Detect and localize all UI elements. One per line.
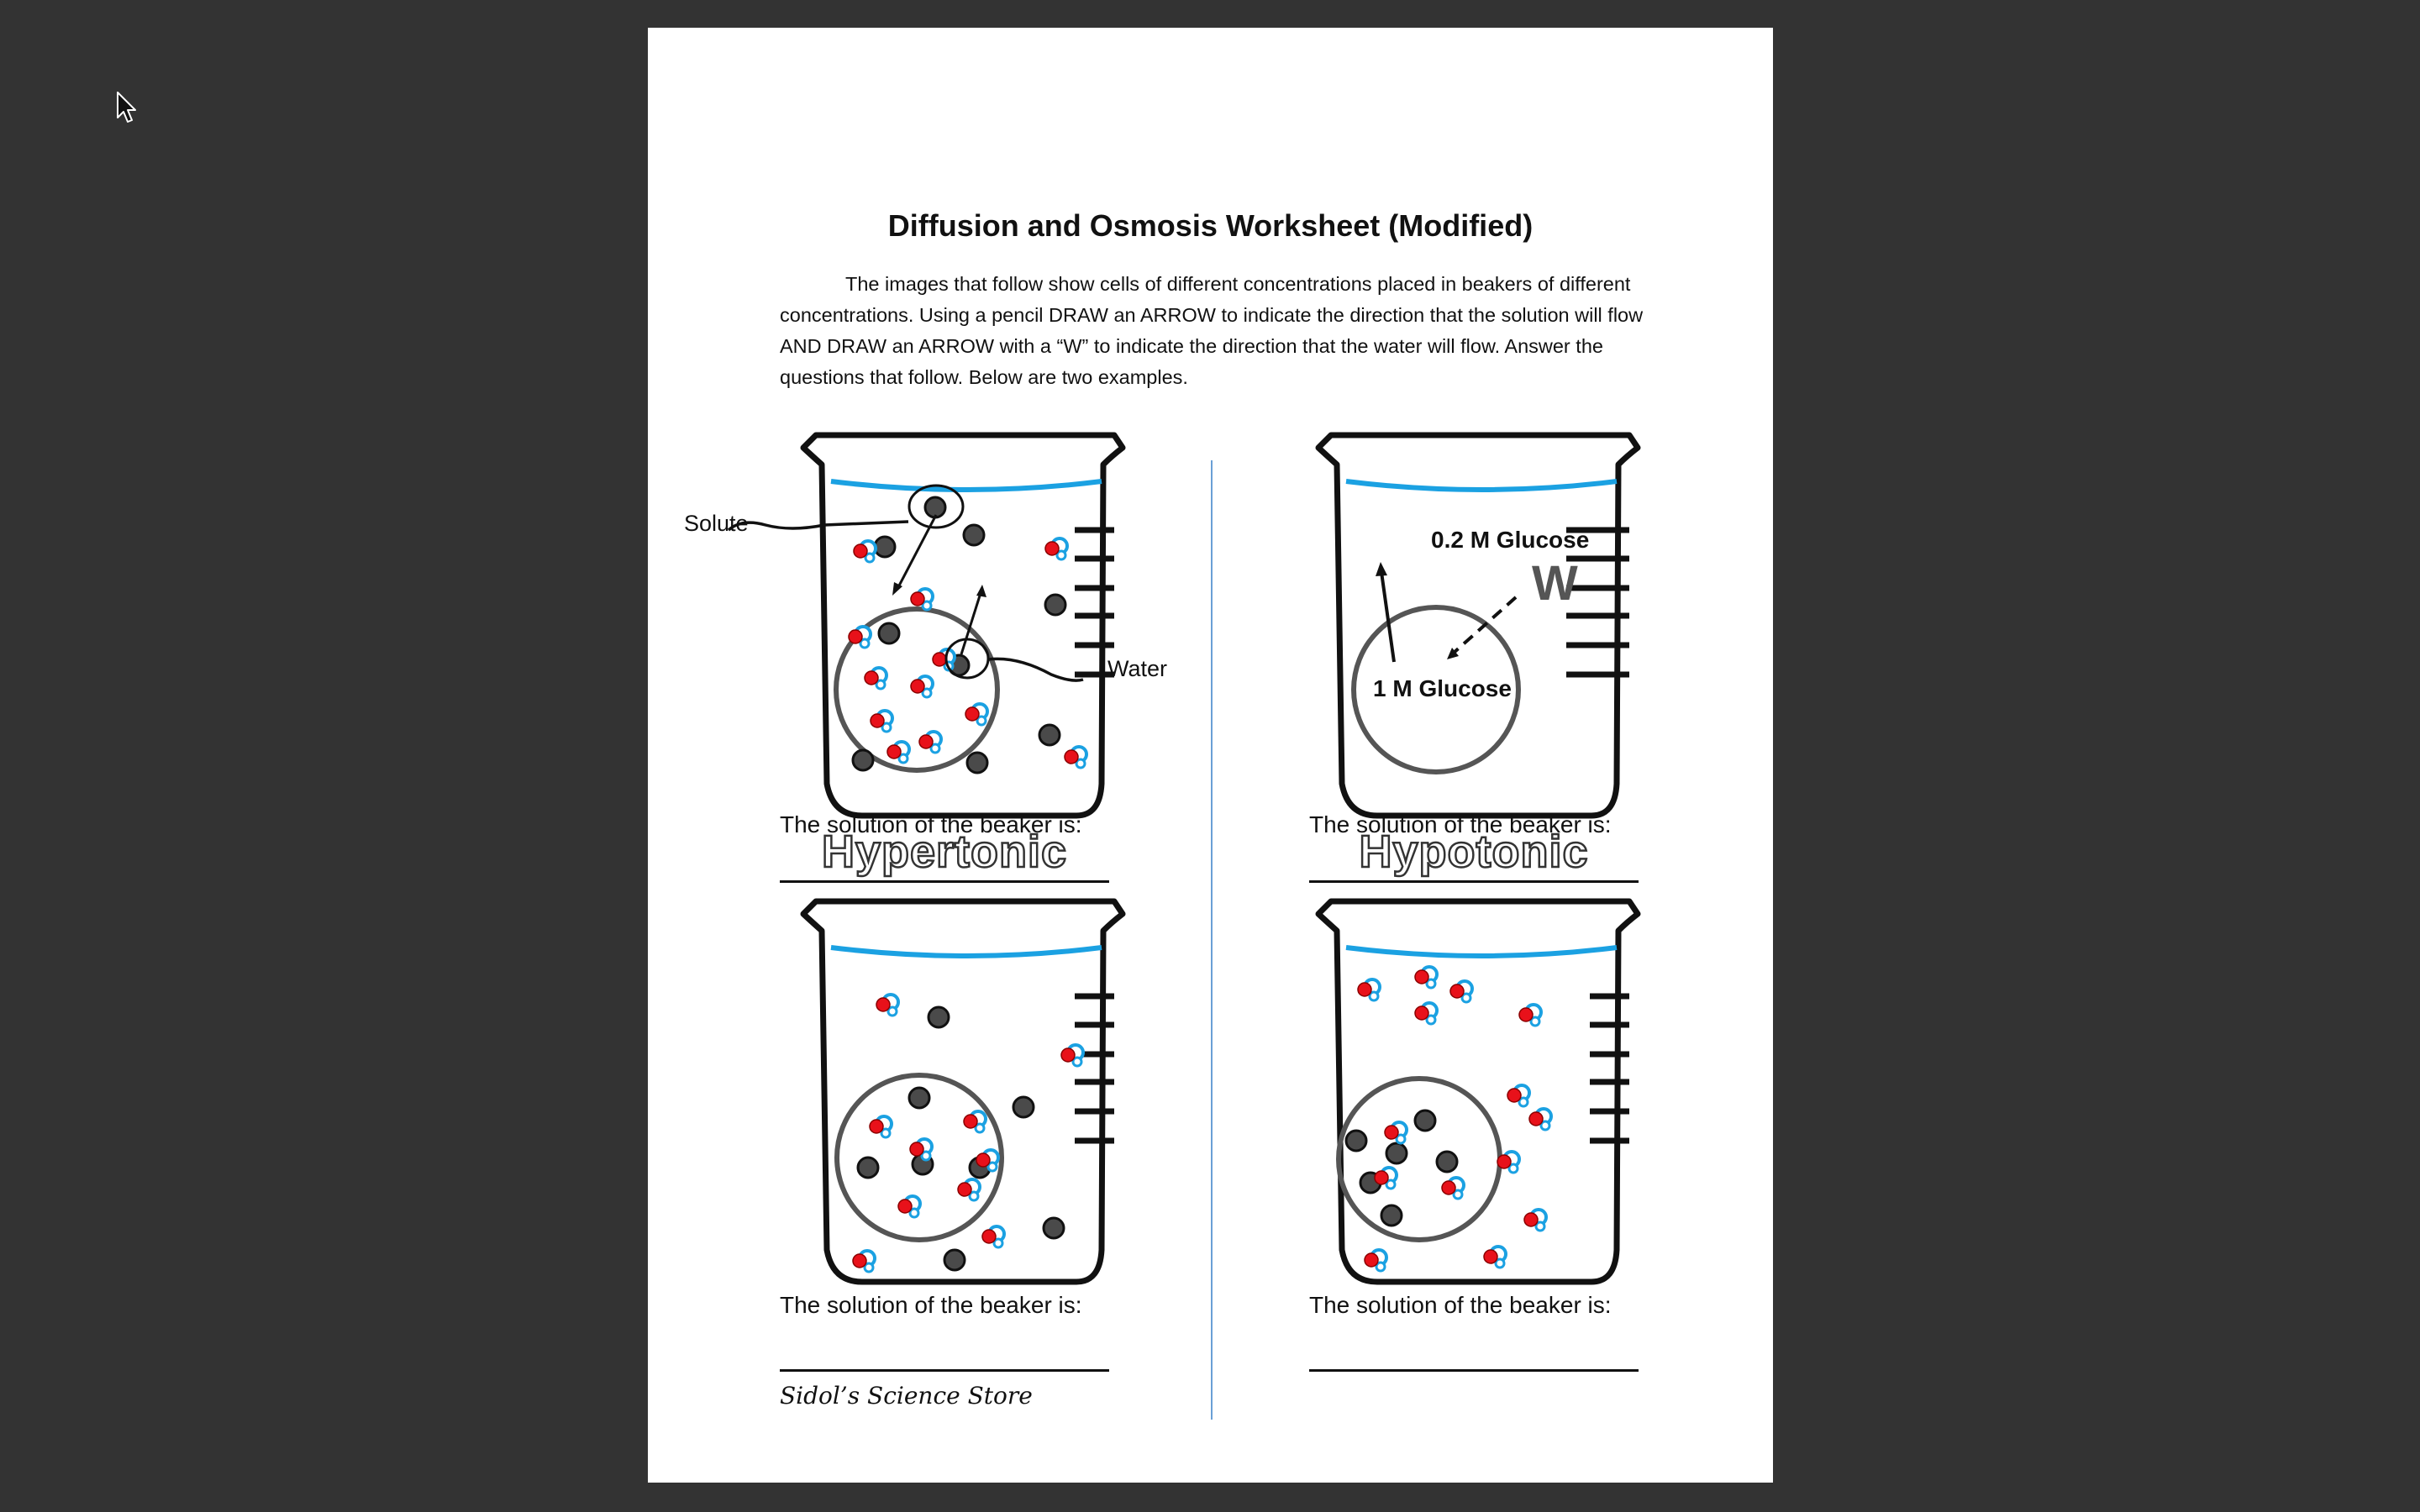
answer-line-1 bbox=[780, 880, 1109, 883]
water-molecule bbox=[1045, 538, 1067, 559]
answer-line-3[interactable] bbox=[780, 1369, 1109, 1372]
water-molecule bbox=[871, 711, 892, 732]
water-molecule bbox=[910, 1139, 932, 1160]
water-molecule bbox=[865, 668, 886, 689]
water-molecule bbox=[887, 742, 909, 763]
worksheet-page: Diffusion and Osmosis Worksheet (Modifie… bbox=[648, 28, 1773, 1483]
water-molecule bbox=[1442, 1178, 1464, 1199]
water-molecule bbox=[982, 1226, 1004, 1247]
question-prompt-4: The solution of the beaker is: bbox=[1309, 1292, 1612, 1319]
answer-hypotonic: Hypotonic bbox=[1309, 826, 1639, 878]
column-divider bbox=[1211, 460, 1213, 1420]
instructions-paragraph: The images that follow show cells of dif… bbox=[780, 269, 1645, 393]
water-molecule bbox=[964, 1111, 986, 1132]
water-molecule bbox=[1519, 1005, 1541, 1026]
water-molecule bbox=[1450, 981, 1472, 1002]
water-molecule bbox=[870, 1116, 892, 1137]
cell-concentration-label: 1 M Glucose bbox=[1373, 675, 1512, 702]
water-molecule bbox=[1065, 747, 1086, 768]
water-label: Water bbox=[1107, 656, 1167, 682]
water-molecule bbox=[919, 732, 941, 753]
water-molecule bbox=[958, 1179, 980, 1200]
answer-line-2 bbox=[1309, 880, 1639, 883]
water-molecule bbox=[1415, 1003, 1437, 1024]
water-molecule bbox=[1365, 1250, 1386, 1271]
beaker-question-4 bbox=[1314, 897, 1646, 1296]
answer-hypertonic: Hypertonic bbox=[780, 826, 1109, 878]
water-molecule bbox=[1529, 1109, 1551, 1130]
water-molecule bbox=[1061, 1045, 1083, 1066]
water-molecule bbox=[1385, 1122, 1407, 1143]
outside-concentration-label: 0.2 M Glucose bbox=[1431, 527, 1589, 554]
beaker-question-3 bbox=[799, 897, 1131, 1296]
question-prompt-3: The solution of the beaker is: bbox=[780, 1292, 1082, 1319]
water-molecule bbox=[911, 676, 933, 697]
water-molecule bbox=[933, 649, 955, 670]
worksheet-title: Diffusion and Osmosis Worksheet (Modifie… bbox=[648, 208, 1773, 244]
water-molecule bbox=[876, 995, 898, 1016]
water-molecule bbox=[965, 704, 987, 725]
water-molecule bbox=[898, 1196, 920, 1217]
footer-credit: Sidol’s Science Store bbox=[780, 1382, 1033, 1410]
mouse-pointer-icon bbox=[116, 91, 138, 124]
water-molecule bbox=[1358, 979, 1380, 1000]
answer-line-4[interactable] bbox=[1309, 1369, 1639, 1372]
beaker-example-2 bbox=[1314, 431, 1646, 830]
water-molecule bbox=[853, 1251, 875, 1272]
water-molecule bbox=[1524, 1210, 1546, 1231]
water-w-mark: W bbox=[1532, 555, 1578, 612]
water-molecule bbox=[1484, 1247, 1506, 1268]
beaker-example-1 bbox=[799, 431, 1131, 830]
water-molecule bbox=[1415, 967, 1437, 988]
water-molecule bbox=[854, 541, 876, 562]
water-molecule bbox=[1507, 1085, 1529, 1106]
solute-label: Solute bbox=[684, 511, 749, 537]
